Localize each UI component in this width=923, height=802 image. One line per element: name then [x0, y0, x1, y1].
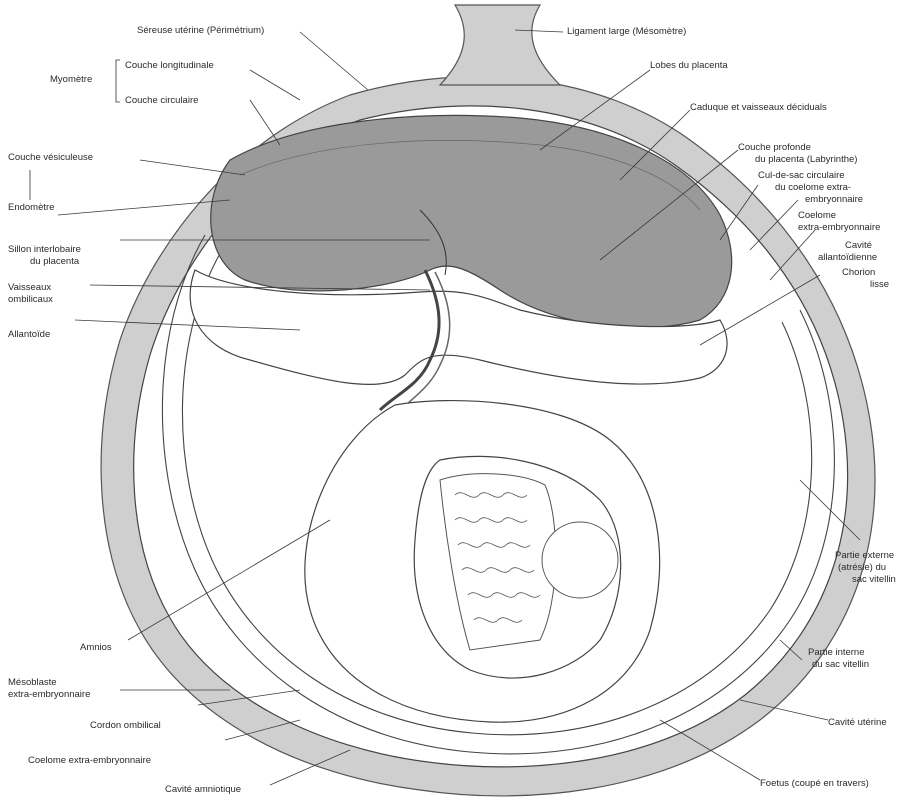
label-couche-profonde-1: Couche profonde — [738, 142, 811, 153]
label-partie-interne-2: du sac vitellin — [812, 659, 869, 670]
label-mesoblaste-2: extra-embryonnaire — [8, 689, 90, 700]
label-couche-longitudinale: Couche longitudinale — [125, 60, 214, 71]
label-cavite-allant-2: allantoïdienne — [818, 252, 877, 263]
label-lobes: Lobes du placenta — [650, 60, 728, 71]
label-coelome-bottom: Coelome extra-embryonnaire — [28, 755, 151, 766]
label-coelome-extra-2: extra-embryonnaire — [798, 222, 880, 233]
broad-ligament — [440, 5, 560, 85]
label-ligament: Ligament large (Mésomètre) — [567, 26, 686, 37]
label-allantoide: Allantoïde — [8, 329, 50, 340]
label-endometre: Endomètre — [8, 202, 54, 213]
label-cul-de-sac-1: Cul-de-sac circulaire — [758, 170, 845, 181]
label-couche-profonde-2: du placenta (Labyrinthe) — [755, 154, 857, 165]
label-caduque: Caduque et vaisseaux déciduals — [690, 102, 827, 113]
label-cul-de-sac-3: embryonnaire — [805, 194, 863, 205]
label-myometre: Myomètre — [50, 74, 92, 85]
label-sereuse: Séreuse utérine (Périmétrium) — [137, 25, 264, 36]
label-mesoblaste-1: Mésoblaste — [8, 677, 57, 688]
label-partie-interne-1: Partie interne — [808, 647, 865, 658]
label-coelome-extra-1: Coelome — [798, 210, 836, 221]
label-vaisseaux-2: ombilicaux — [8, 294, 53, 305]
label-cavite-amniotique: Cavité amniotique — [165, 784, 241, 795]
label-chorion-2: lisse — [870, 279, 889, 290]
label-chorion-1: Chorion — [842, 267, 875, 278]
label-cavite-uterine: Cavité utérine — [828, 717, 887, 728]
label-couche-circulaire: Couche circulaire — [125, 95, 198, 106]
label-foetus: Foetus (coupé en travers) — [760, 778, 869, 789]
label-amnios: Amnios — [80, 642, 112, 653]
label-partie-externe-1: Partie externe — [835, 550, 894, 561]
label-partie-externe-3: sac vitellin — [852, 574, 896, 585]
label-sillon-1: Sillon interlobaire — [8, 244, 81, 255]
label-cul-de-sac-2: du coelome extra- — [775, 182, 851, 193]
label-cavite-allant-1: Cavité — [845, 240, 872, 251]
label-partie-externe-2: (atrésie) du — [838, 562, 886, 573]
label-sillon-2: du placenta — [30, 256, 80, 267]
label-vaisseaux-1: Vaisseaux — [8, 282, 51, 293]
label-cordon: Cordon ombilical — [90, 720, 161, 731]
label-couche-vesiculeuse: Couche vésiculeuse — [8, 152, 93, 163]
